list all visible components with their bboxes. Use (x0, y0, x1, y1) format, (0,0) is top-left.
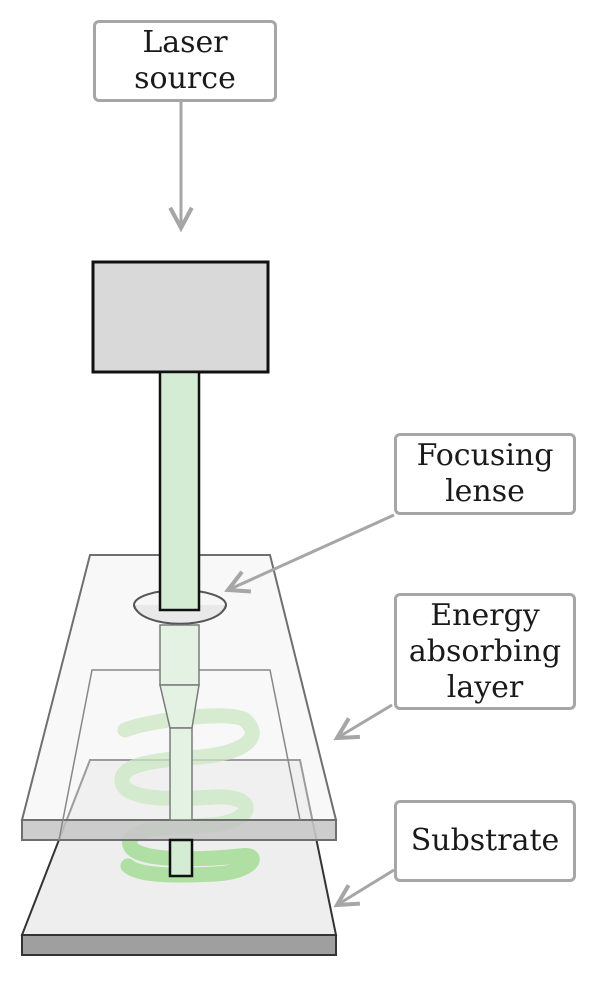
arrow-energy-absorbing-layer (337, 703, 393, 738)
arrow-substrate (337, 868, 395, 905)
focusing-lens (133, 589, 227, 625)
laser-source-block (91, 260, 270, 374)
arrow-focusing-lens (228, 513, 395, 590)
focusing-lense-label: Focusing lense (394, 433, 576, 515)
laser-source-label: Laser source (93, 20, 277, 102)
laser-beam-upper (158, 370, 201, 612)
energy-absorbing-layer-label: Energy absorbing layer (394, 593, 576, 710)
substrate-label: Substrate (394, 800, 576, 882)
laser-beam-lower (159, 624, 200, 878)
